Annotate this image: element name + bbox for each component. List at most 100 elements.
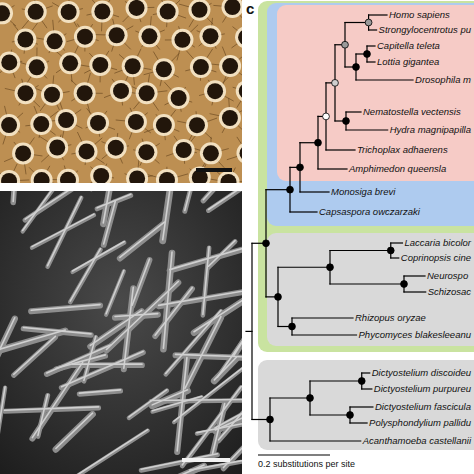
rod xyxy=(56,414,93,449)
cell-halo xyxy=(135,141,157,163)
cell-body xyxy=(92,57,108,73)
support-dot xyxy=(307,395,314,402)
cell-halo xyxy=(190,56,212,78)
scale-label: 0.2 substitutions per site xyxy=(258,459,355,470)
tree-branch xyxy=(391,257,399,258)
tree-branch xyxy=(391,242,403,243)
tree-branch xyxy=(346,129,388,130)
cell-body xyxy=(240,145,242,161)
support-dot xyxy=(387,247,394,254)
species-name: Acanthamoeba castellanii xyxy=(363,435,471,447)
tree-branch xyxy=(318,168,347,169)
rod-highlight xyxy=(4,407,98,410)
cell-body xyxy=(139,85,155,101)
cell-body xyxy=(15,145,31,161)
rod-highlight xyxy=(163,191,170,240)
cell-halo xyxy=(55,109,77,131)
rod-highlight xyxy=(217,316,242,377)
rod-highlight xyxy=(185,191,203,210)
tree-branch xyxy=(404,291,426,292)
cell-body xyxy=(60,172,76,183)
cell-halo xyxy=(41,84,63,106)
rod-highlight xyxy=(194,287,242,332)
cell-body xyxy=(220,174,236,183)
cell-body xyxy=(44,87,60,103)
rod-highlight xyxy=(14,336,56,374)
cell-body xyxy=(156,117,172,133)
cell-halo xyxy=(30,113,52,135)
rod-highlight xyxy=(13,191,16,202)
tree-branch xyxy=(292,317,353,318)
phase-contrast-image xyxy=(0,0,242,183)
cell-body xyxy=(1,173,17,183)
cell-body xyxy=(33,116,49,132)
tree-branch xyxy=(292,334,357,335)
rod-highlight xyxy=(31,305,100,311)
rod-highlight xyxy=(97,194,131,207)
cell-halo xyxy=(171,29,193,51)
rod xyxy=(129,391,167,418)
cell-halo xyxy=(188,0,210,21)
tree-branch xyxy=(330,250,391,251)
species-name: Capsaspora owczarzaki xyxy=(319,206,420,218)
tree-branch xyxy=(270,397,310,398)
tree-branch xyxy=(290,211,317,212)
cell-halo xyxy=(57,169,79,183)
cell-halo xyxy=(153,114,175,136)
rod xyxy=(166,311,221,374)
cell-halo xyxy=(105,137,127,159)
cell-body xyxy=(159,172,175,183)
support-dot xyxy=(327,264,334,271)
rod-highlight xyxy=(62,351,144,386)
rod xyxy=(163,192,170,241)
clade-box: Homo sapiensStrongylocentrotus puCapitel… xyxy=(277,5,474,181)
cell-halo xyxy=(153,58,175,80)
support-dot xyxy=(267,416,274,423)
scale-bar xyxy=(182,458,230,462)
species-name: Rhizopus oryzae xyxy=(355,312,426,324)
tree-branch xyxy=(356,79,413,80)
cell-body xyxy=(1,54,17,70)
cell-body xyxy=(18,85,34,101)
cell-halo xyxy=(126,0,148,19)
rod-highlight xyxy=(132,259,149,305)
rod-highlight xyxy=(129,390,167,417)
cell-body xyxy=(79,143,95,159)
tree-branch xyxy=(310,414,350,415)
cell-body xyxy=(17,32,33,48)
cell-halo xyxy=(59,52,81,74)
support-dot xyxy=(323,113,330,120)
clade-box: Monosiga breviCapsaspora owczarzakiHomo … xyxy=(267,3,474,226)
cell-halo xyxy=(0,51,20,73)
cell-body xyxy=(129,170,145,183)
support-dot xyxy=(343,118,350,125)
rod-highlight xyxy=(208,191,242,210)
rod xyxy=(48,198,82,267)
cell-halo xyxy=(46,137,68,159)
rod-highlight xyxy=(174,465,204,474)
support-dot xyxy=(289,323,296,330)
rod-highlight xyxy=(174,367,242,421)
species-name: Capitella teleta xyxy=(377,40,440,52)
cell-halo xyxy=(89,54,111,76)
rod xyxy=(132,260,149,306)
cell-halo xyxy=(74,82,96,104)
rod-highlight xyxy=(151,399,242,400)
scale-bar xyxy=(196,168,232,172)
species-name: Polysphondylium pallidu xyxy=(369,417,471,429)
rod-highlight xyxy=(120,222,165,257)
cell-halo xyxy=(138,25,160,47)
cell-halo xyxy=(26,56,48,78)
support-dot xyxy=(275,293,282,300)
tree-branch xyxy=(367,45,375,46)
cell-halo xyxy=(14,29,36,51)
cell-halo xyxy=(58,1,80,23)
rod-highlight xyxy=(177,358,187,451)
support-dot xyxy=(347,412,354,419)
cell-halo xyxy=(237,142,242,164)
support-dot xyxy=(358,378,365,385)
rod-highlight xyxy=(0,387,5,436)
support-dot xyxy=(401,281,408,288)
cell-body xyxy=(77,85,93,101)
rod xyxy=(175,355,242,359)
